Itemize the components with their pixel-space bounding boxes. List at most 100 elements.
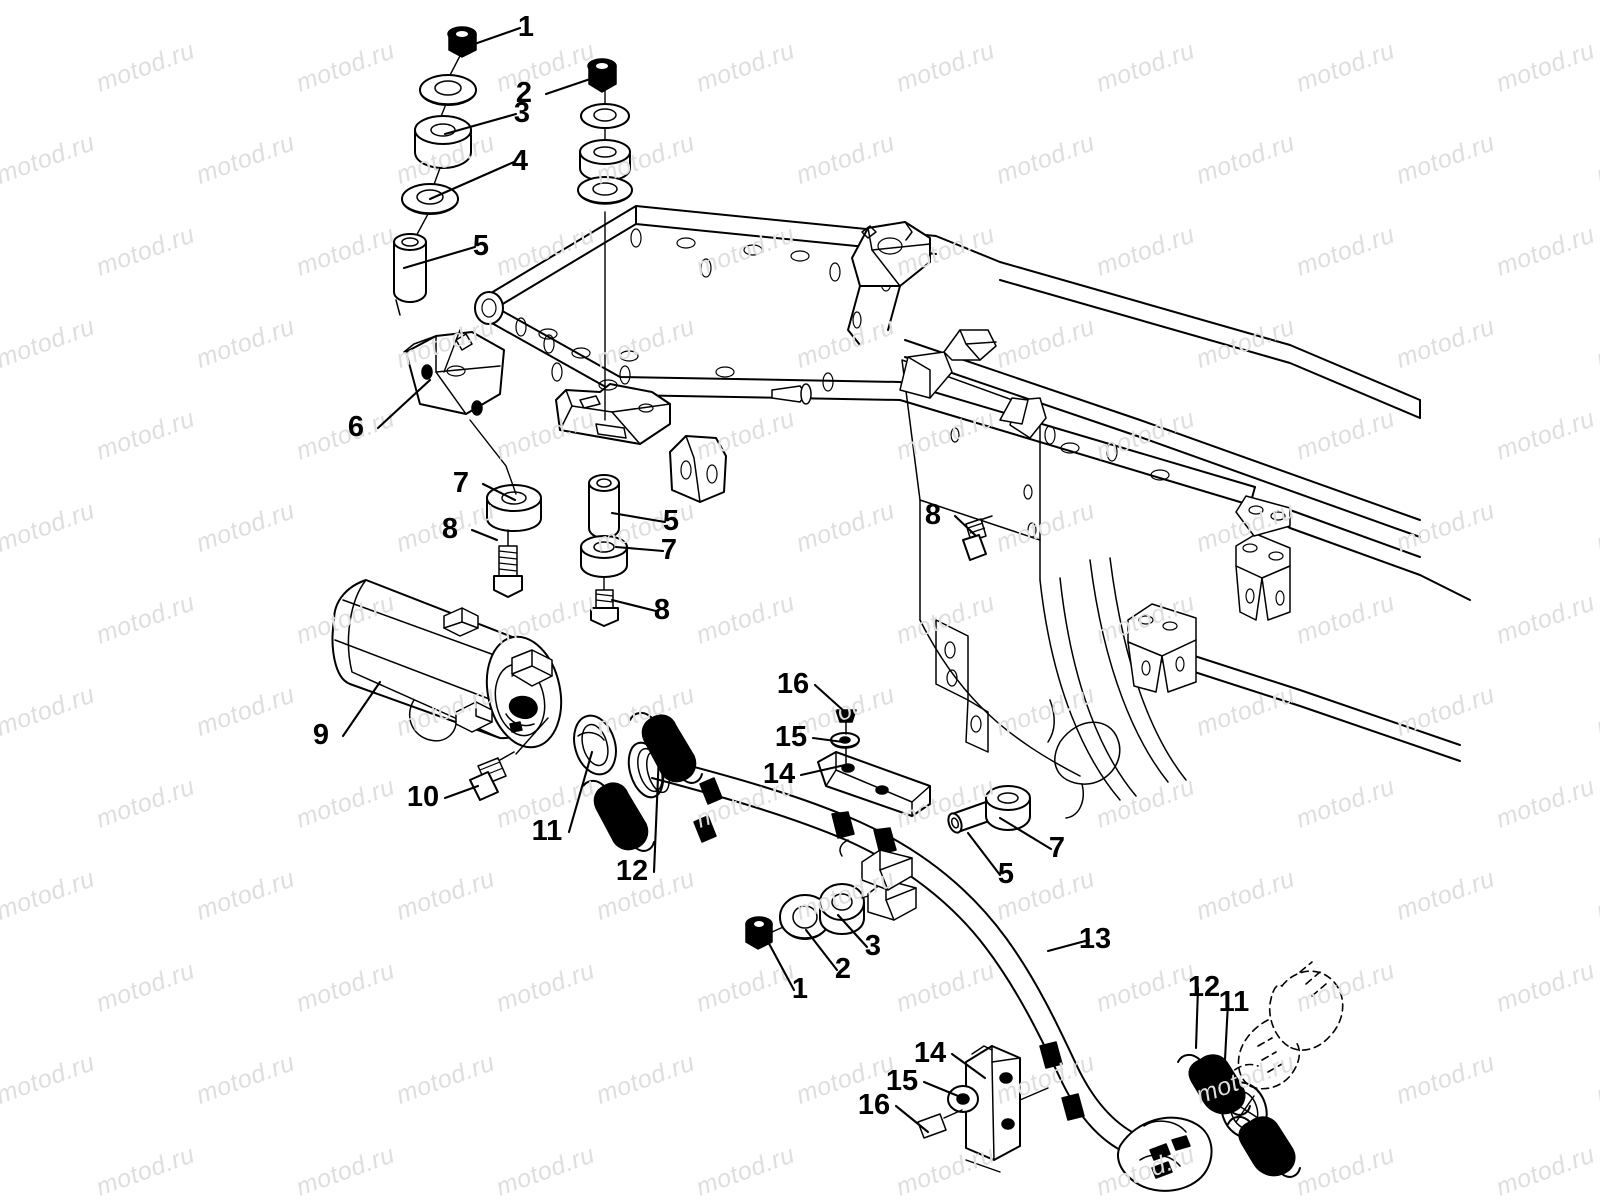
bushing-3a (414, 115, 472, 169)
callout-leader-line (894, 1104, 930, 1134)
gasket-11a (573, 714, 617, 776)
mount-bracket-6 (403, 331, 505, 416)
frame-cross-channel (555, 379, 671, 445)
callout-leader-line (804, 928, 839, 972)
callout-number-16: 16 (858, 1089, 890, 1121)
callout-number-15: 15 (775, 721, 807, 753)
bolt-8c (962, 515, 993, 561)
vehicle-frame-assembly (474, 205, 1471, 819)
pipe-end-flange (1117, 1116, 1213, 1192)
frame-holes-lower (515, 317, 1170, 481)
spring-12c (1177, 1054, 1251, 1116)
exhaust-pipe-13 (651, 757, 1133, 1153)
callout-number-9: 9 (313, 719, 329, 751)
callout-leader-line (799, 763, 847, 777)
callout-number-14: 14 (914, 1037, 946, 1069)
callout-number-4: 4 (512, 145, 528, 177)
callout-leader-line (953, 514, 977, 537)
grommet-7c (985, 785, 1031, 831)
washer-15a (830, 732, 860, 749)
nut-1b2 (745, 916, 791, 950)
callout-leader-line (922, 1080, 965, 1100)
washer-4b (577, 176, 633, 205)
callout-leader-line (610, 511, 667, 524)
callout-leader-line (764, 936, 796, 992)
pipe-clamp-ring-a (831, 811, 897, 855)
center-lower-stack (580, 474, 628, 627)
bolt-16b (917, 1109, 963, 1139)
callout-number-12: 12 (616, 855, 648, 887)
callout-number-15: 15 (886, 1065, 918, 1097)
callout-leader-line (1222, 1001, 1230, 1080)
callout-number-6: 6 (348, 411, 364, 443)
callout-leader-line (376, 378, 432, 430)
callout-number-7: 7 (453, 467, 469, 499)
callout-number-5: 5 (473, 230, 489, 262)
bolt-10 (469, 751, 515, 801)
pipe-spring-tabs-upper (693, 777, 723, 843)
frame-rear-bracket-left (1127, 603, 1197, 693)
callout-number-16: 16 (777, 668, 809, 700)
frame-rear-bracket-right (1235, 533, 1291, 621)
callout-number-3: 3 (865, 930, 881, 962)
callout-leader-line (811, 736, 845, 744)
callout-leader-line (610, 598, 658, 613)
sleeve-5a (393, 233, 427, 316)
callout-leader-line (464, 26, 522, 49)
muffler-9 (331, 579, 563, 749)
callout-number-1: 1 (518, 11, 534, 43)
callout-number-10: 10 (407, 781, 439, 813)
frame-lug-bracket (669, 435, 727, 503)
callout-leader-line (1194, 986, 1200, 1050)
spring-12a (629, 712, 703, 784)
callout-leader-line (1046, 938, 1091, 953)
grommet-7a (486, 484, 542, 532)
bolt-16a (835, 709, 857, 767)
callout-leader-line (402, 245, 477, 270)
callout-number-13: 13 (1079, 923, 1111, 955)
callout-number-8: 8 (925, 499, 941, 531)
callout-number-8: 8 (442, 513, 458, 545)
callout-leader-line (443, 112, 518, 136)
callout-number-2: 2 (516, 77, 532, 109)
callout-leader-line (544, 73, 604, 96)
callout-leader-line (614, 545, 665, 553)
callout-leader-line (470, 528, 499, 542)
callout-number-12: 12 (1188, 971, 1220, 1003)
upper-mount-hardware-left (393, 26, 477, 316)
frame-rear-end-bracket (1235, 495, 1291, 537)
callout-number-8: 8 (654, 594, 670, 626)
callout-leader-line (950, 1052, 987, 1080)
callout-leader-line (341, 680, 382, 738)
callout-leader-line (428, 160, 516, 201)
callout-number-2: 2 (835, 953, 851, 985)
callout-leader-line (836, 913, 869, 949)
callout-leader-line (813, 683, 847, 714)
washer-2b (580, 103, 630, 129)
callout-number-7: 7 (1049, 832, 1065, 864)
callout-leader-line (998, 816, 1053, 851)
callout-number-1: 1 (792, 973, 808, 1005)
callout-number-3: 3 (514, 97, 530, 129)
callout-leader-line (567, 750, 594, 834)
callout-leader-line (966, 831, 1002, 877)
callout-number-7: 7 (661, 534, 677, 566)
nut-1a (447, 26, 477, 58)
callout-leader-line (443, 784, 480, 800)
callout-number-5: 5 (663, 505, 679, 537)
callout-leader-line (481, 482, 517, 502)
callout-number-11: 11 (532, 815, 563, 847)
frame-front-tower (847, 221, 931, 346)
engine-outline-reference (1225, 961, 1344, 1090)
spring-12d (1227, 1116, 1301, 1178)
callout-number-14: 14 (763, 758, 795, 790)
pipe-bracket-14a (817, 751, 931, 817)
callout-leader-line (652, 728, 662, 874)
pipe-spring-tabs-lower (1039, 1041, 1085, 1121)
sleeve-5b (588, 474, 620, 539)
bolt-8b (590, 589, 619, 627)
washer-2a (419, 74, 477, 106)
